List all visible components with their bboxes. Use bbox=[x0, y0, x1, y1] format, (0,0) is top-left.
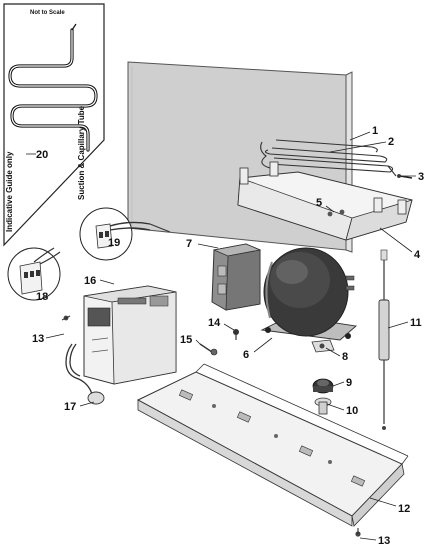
screw-part-13-base bbox=[355, 528, 361, 537]
screws-part-5 bbox=[327, 209, 345, 217]
callout-19: 19 bbox=[108, 237, 120, 249]
callout-16: 16 bbox=[84, 275, 96, 287]
callout-5: 5 bbox=[316, 197, 322, 209]
callout-6: 6 bbox=[243, 349, 249, 361]
callout-9: 9 bbox=[346, 377, 352, 389]
callout-11: 11 bbox=[410, 317, 422, 329]
rubber-grommet bbox=[312, 378, 334, 394]
callout-numbers: 1 2 3 4 5 6 7 8 9 10 11 12 13 13 14 15 1… bbox=[32, 125, 424, 547]
screw-part-14 bbox=[233, 329, 239, 340]
connector-inset-18 bbox=[7, 247, 61, 301]
connector-inset-19 bbox=[79, 207, 171, 261]
callout-15: 15 bbox=[180, 334, 192, 346]
drip-tray bbox=[237, 161, 413, 241]
callout-12: 12 bbox=[398, 503, 410, 515]
condenser-coil bbox=[260, 139, 397, 177]
inset-tube-label: Suction & Capillary Tube bbox=[77, 105, 86, 200]
start-device-relay bbox=[211, 243, 262, 311]
callout-3: 3 bbox=[418, 171, 424, 183]
inset-scale-note: Not to Scale bbox=[30, 10, 65, 16]
callout-8: 8 bbox=[342, 351, 348, 363]
callout-4: 4 bbox=[414, 249, 421, 261]
callout-20: 20 bbox=[36, 149, 48, 161]
compressor-base-plate bbox=[136, 363, 409, 527]
callout-1: 1 bbox=[372, 125, 378, 137]
compressor bbox=[260, 247, 358, 341]
leader-lines bbox=[45, 131, 416, 541]
callout-2: 2 bbox=[388, 136, 394, 148]
mounting-sleeve bbox=[314, 397, 332, 415]
mounting-clip-part-8 bbox=[311, 339, 335, 353]
callout-18: 18 bbox=[36, 291, 48, 303]
capillary-tube-inset: Not to Scale Suction & Capillary Tube In… bbox=[3, 3, 105, 247]
filter-drier bbox=[378, 249, 390, 430]
electronic-control-module bbox=[83, 285, 177, 385]
callout-7: 7 bbox=[186, 238, 192, 250]
inset-guide-note: Indicative Guide only bbox=[5, 151, 14, 232]
earth-lead-part-15 bbox=[199, 343, 218, 356]
callout-10: 10 bbox=[346, 405, 358, 417]
callout-14: 14 bbox=[208, 317, 221, 329]
temperature-sensor-lead bbox=[61, 315, 105, 405]
callout-13-sensor: 13 bbox=[32, 333, 44, 345]
callout-17: 17 bbox=[64, 401, 76, 413]
callout-13-base: 13 bbox=[378, 535, 390, 547]
